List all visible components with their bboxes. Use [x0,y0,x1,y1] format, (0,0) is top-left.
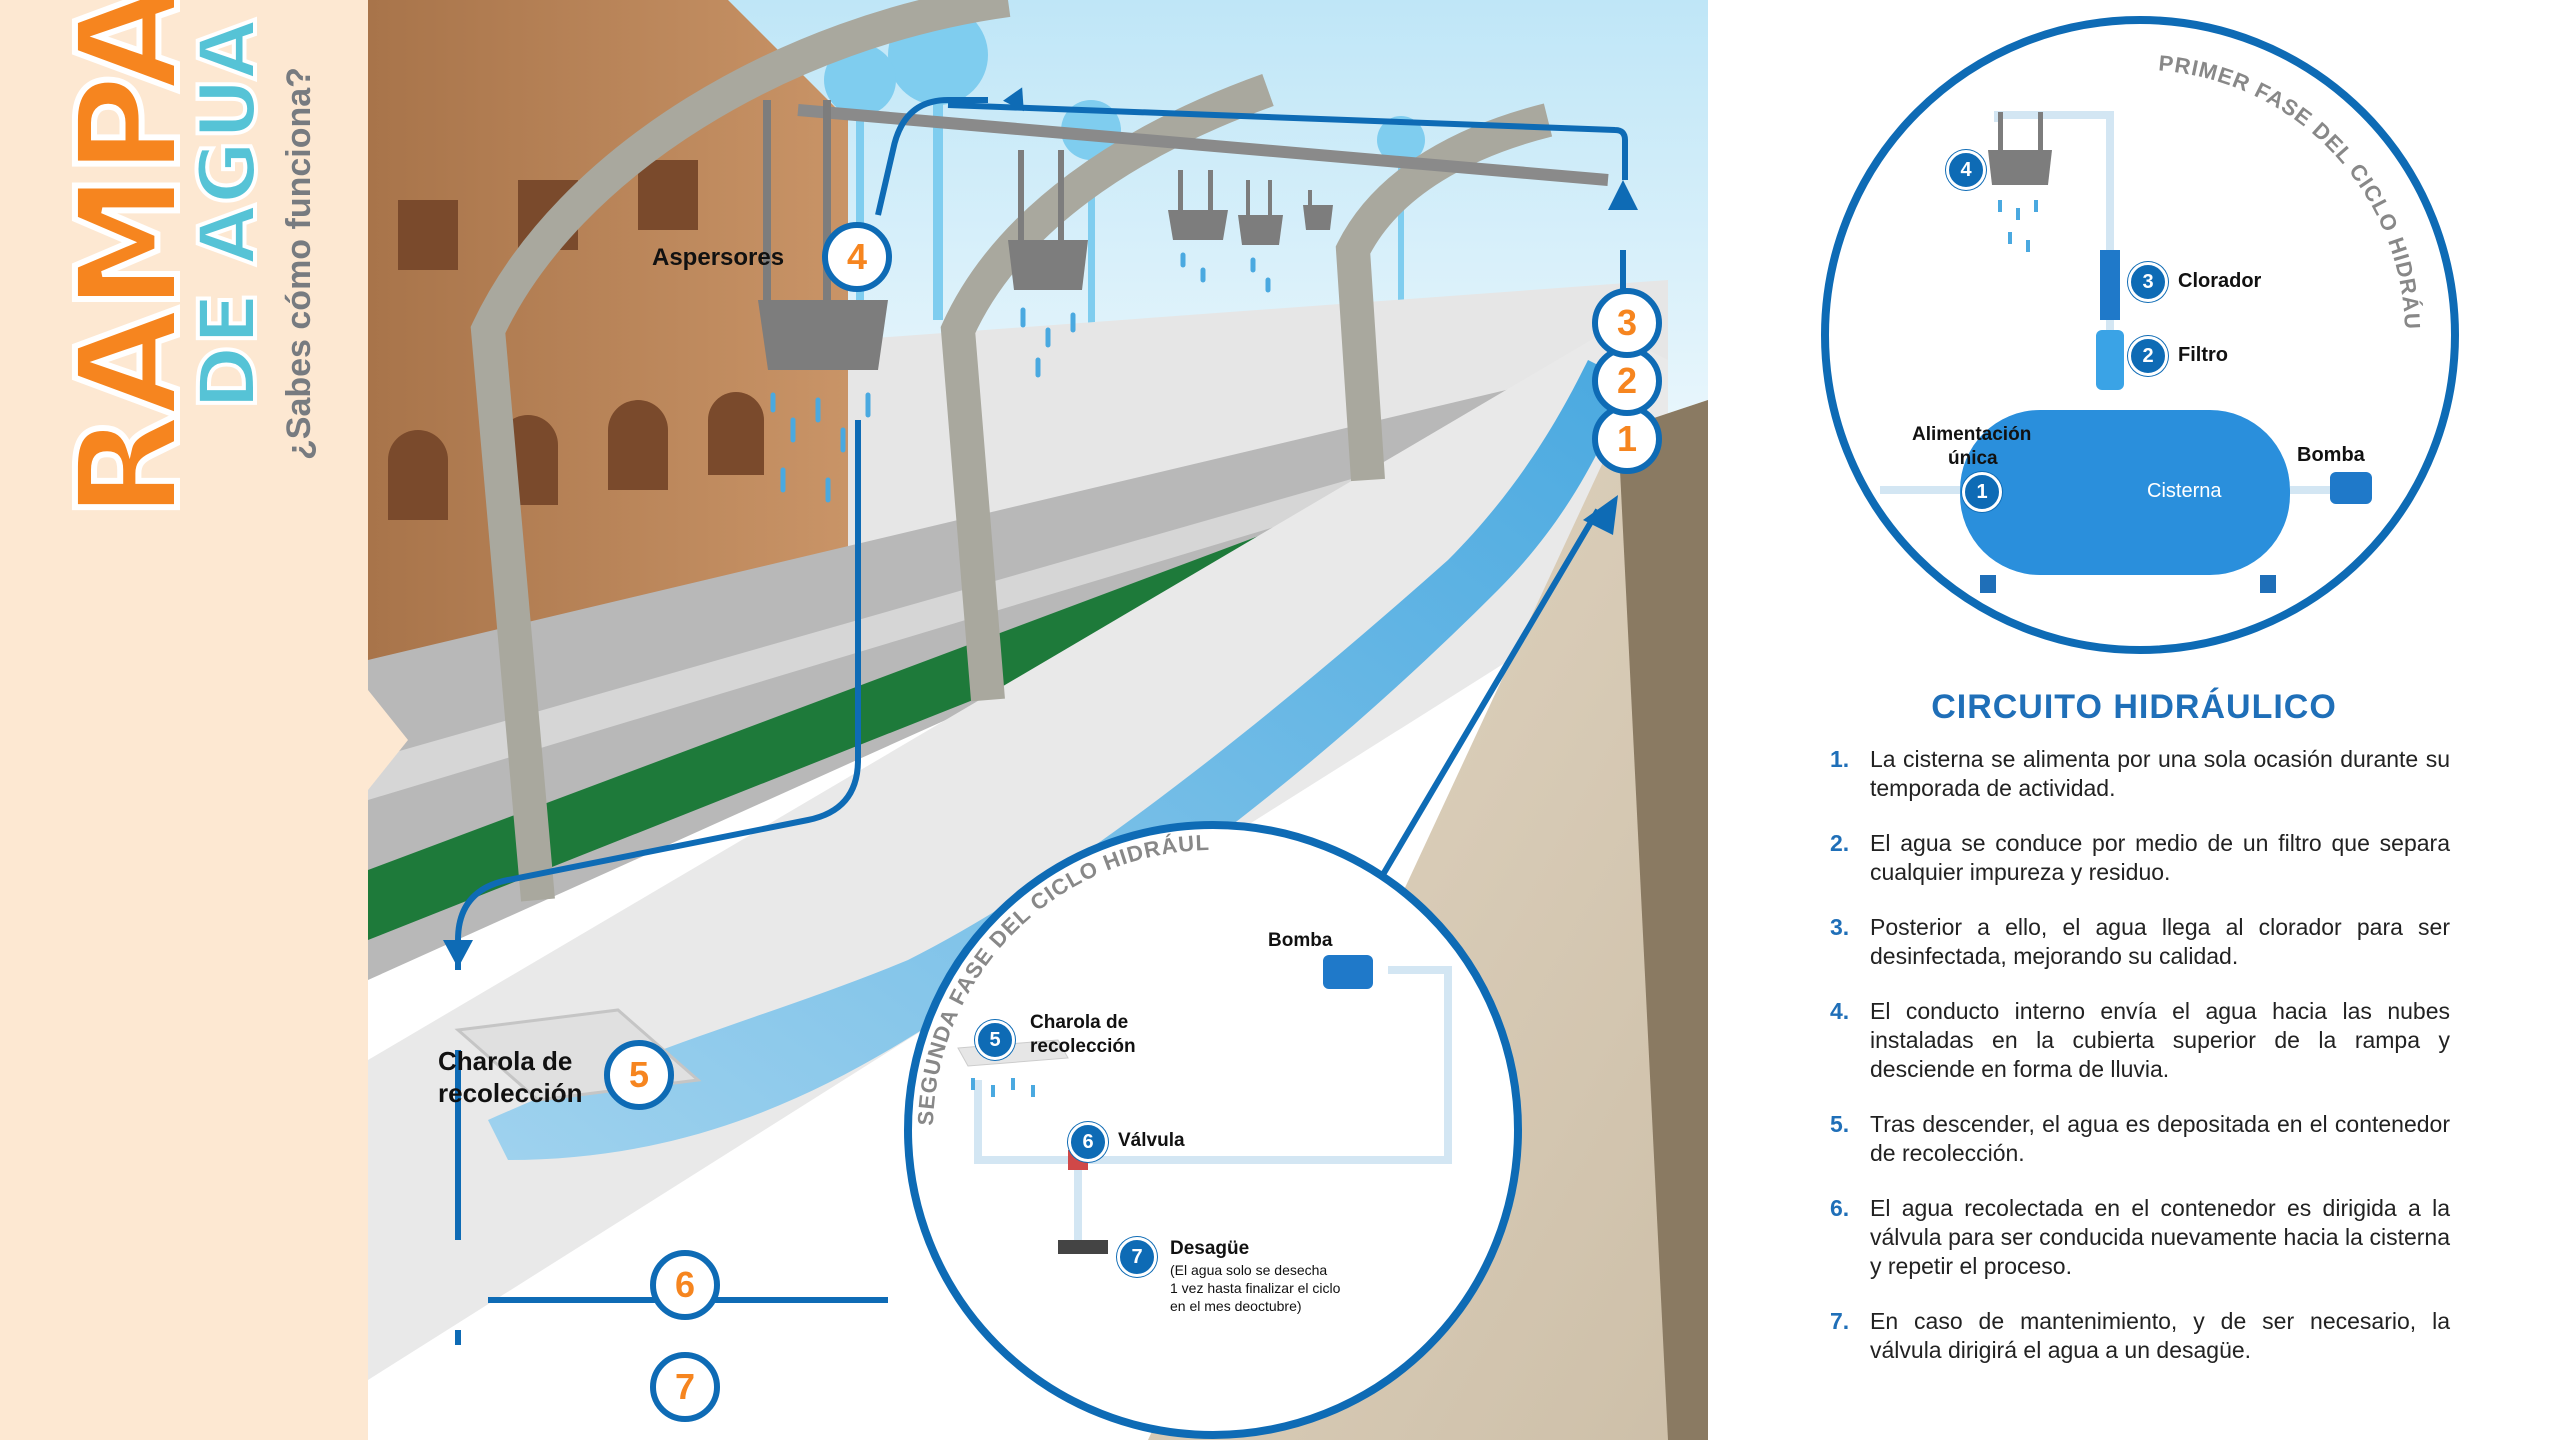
strip-notch [368,690,408,790]
filtro-icon [2096,330,2124,390]
label-aspersores: Aspersores [652,244,785,271]
phase1-step-3-badge: 3 [2128,262,2168,302]
clorador-icon [2100,250,2120,320]
building-windows [388,160,764,520]
phase1-clorador-label: Clorador [2178,270,2262,292]
label-charola-1: Charola de [438,1046,573,1076]
phase1-step-1-badge: 1 [1962,472,2002,512]
circuit-step: 7.En caso de mantenimiento, y de ser nec… [1830,1308,2450,1363]
step-7-badge: 7 [650,1352,720,1422]
step-2-badge: 2 [1592,346,1662,416]
circuit-step: 6.El agua recolectada en el contenedor e… [1830,1195,2450,1279]
palm-trees [824,5,1425,340]
phase1-cisterna-label: Cisterna [2147,480,2222,502]
phase2-valvula-label: Válvula [1118,1130,1185,1151]
phase2-step-7-badge: 7 [1117,1237,1157,1277]
sprinkler-rail [797,104,1609,186]
phase2-step-6-badge: 6 [1068,1122,1108,1162]
circuit-step: 4.El conducto interno envía el agua haci… [1830,998,2450,1082]
circuit-step: 1.La cisterna se alimenta por una sola o… [1830,746,2450,801]
phase2-circle [904,821,1522,1439]
phase1-pump-icon [2330,472,2372,504]
water-ramp-scene: SEGUNDA FASE DEL CICLO HIDRÁULICO [368,0,1708,1440]
phase2-pipes [974,966,1452,1240]
phase1-alimentacion-1: Alimentación [1912,424,2032,445]
step-3-badge: 3 [1592,288,1662,358]
title-strip [0,0,368,1440]
phase1-bomba-label: Bomba [2297,444,2365,466]
phase1-alimentacion-2: única [1948,448,1998,469]
step-5-badge: 5 [604,1040,674,1110]
phase2-desague-note-3: en el mes deoctubre) [1170,1298,1302,1314]
step-4-badge: 4 [822,222,892,292]
title-question: ¿Sabes cómo funciona? [280,67,318,460]
label-charola-2: recolección [438,1078,583,1108]
circuit-title: CIRCUITO HIDRÁULICO [1931,688,2337,726]
circuit-step: 5.Tras descender, el agua es depositada … [1830,1111,2450,1166]
phase2-bomba-label: Bomba [1268,930,1333,951]
phase1-step-2-badge: 2 [2128,336,2168,376]
phase2-charola-1: Charola de [1030,1012,1129,1033]
building-wall [368,0,848,700]
phase2-pump-icon [1323,955,1373,989]
step-6-badge: 6 [650,1250,720,1320]
title-sub: DE AGUA [182,17,276,412]
phase2-desague-note-1: (El agua solo se desecha [1170,1262,1328,1278]
phase2-step-5-badge: 5 [975,1020,1015,1060]
circuit-step: 2.El agua se conduce por medio de un fil… [1830,830,2450,885]
phase2-desague-label: Desagüe [1170,1238,1250,1259]
sprinklers [758,100,1333,523]
circuit-steps-list: 1.La cisterna se alimenta por una sola o… [1830,745,2450,1391]
flow-arrows [443,87,1638,968]
title-main: RAMPA [45,0,214,523]
phase2-desague-note-2: 1 vez hasta finalizar el ciclo [1170,1280,1341,1296]
drain-icon [1058,1240,1108,1254]
phase2-drops [971,1078,1035,1097]
cisterna-icon [1960,410,2290,575]
phase2-charola-2: recolección [1030,1036,1136,1057]
circuit-step: 3.Posterior a ello, el agua llega al clo… [1830,914,2450,969]
phase1-drops [1998,200,2038,252]
phase1-filtro-label: Filtro [2178,344,2228,366]
phase1-step-4-badge: 4 [1946,150,1986,190]
phase1-sprinkler-icon [1988,112,2052,185]
